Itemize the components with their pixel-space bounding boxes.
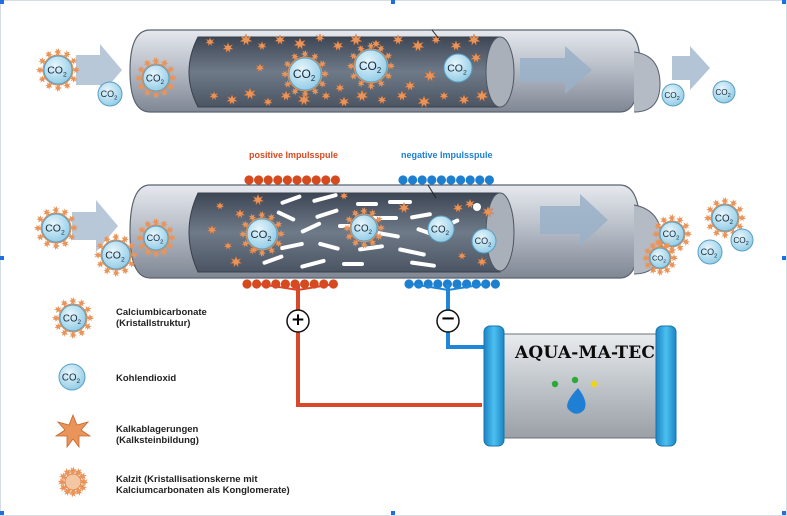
calcium-bicarbonate-icon: CO2 (34, 206, 78, 250)
water-drop-icon (567, 388, 586, 414)
calcium-bicarbonate-icon: CO2 (652, 214, 692, 254)
flow-arrow-icon (520, 46, 592, 94)
positive-coil-top (244, 175, 340, 185)
calcium-bicarbonate-icon: CO2 (704, 197, 746, 239)
co2-text: CO2 (359, 59, 381, 75)
co2-text: CO2 (45, 223, 65, 237)
co2-text: CO2 (475, 236, 492, 248)
calcite-icon (57, 466, 89, 498)
negative-coil-top (398, 175, 494, 185)
selection-handle[interactable] (782, 0, 786, 4)
negative-coil-label: negative Impulsspule (401, 150, 493, 160)
selection-handle[interactable] (782, 511, 786, 515)
legend-co2-label: Kohlendioxid (116, 373, 177, 384)
co2-text: CO2 (701, 247, 718, 259)
co2-text: CO2 (715, 88, 730, 99)
co2-text: CO2 (63, 313, 82, 325)
legend-calcium-bicarbonate-label: Calciumbicarbonate(Kristallstruktur) (116, 307, 207, 329)
wire-negative (411, 283, 494, 349)
bottom-pipe (129, 184, 663, 279)
co2-text: CO2 (147, 233, 164, 245)
co2-text: CO2 (733, 236, 748, 247)
co2-molecule-icon: CO2 (712, 80, 736, 104)
led-green-icon (571, 376, 579, 384)
co2-text: CO2 (715, 213, 734, 225)
calcium-bicarbonate-icon: CO2 (94, 233, 138, 277)
calcium-bicarbonate-icon: CO2 (136, 218, 176, 258)
co2-molecule-icon: CO2 (443, 53, 473, 83)
co2-text: CO2 (354, 223, 373, 235)
co2-text: CO2 (664, 91, 679, 102)
selection-handle[interactable] (391, 0, 395, 4)
co2-molecule-icon: CO2 (730, 228, 754, 252)
calcium-bicarbonate-icon: CO2 (343, 207, 385, 249)
legend-lime-deposit-label: Kalkablagerungen(Kalksteinbildung) (116, 424, 199, 446)
calcium-bicarbonate-icon: CO2 (135, 57, 177, 99)
co2-text: CO2 (431, 224, 450, 236)
positive-coil-label: positive Impulsspule (249, 150, 339, 160)
co2-molecule-icon: CO2 (97, 81, 123, 107)
calcium-bicarbonate-icon: CO2 (36, 48, 80, 92)
co2-molecule-icon: CO2 (661, 83, 685, 107)
co2-text: CO2 (652, 254, 666, 265)
co2-text: CO2 (105, 250, 125, 264)
selection-handle[interactable] (782, 256, 786, 260)
crystal-nucleus-icon (473, 203, 481, 211)
co2-text: CO2 (146, 73, 165, 85)
plus-sign: + (290, 310, 306, 330)
co2-molecule-icon: CO2 (697, 239, 723, 265)
co2-molecule-icon: CO2 (471, 228, 497, 254)
led-green-icon (551, 380, 559, 388)
positive-coil-bottom (242, 279, 338, 289)
co2-text: CO2 (293, 67, 315, 83)
plus-terminal-icon (286, 309, 310, 333)
top-pipe (129, 29, 661, 113)
selection-handle[interactable] (0, 511, 4, 515)
device-brand-label: AQUA-MA-TEC (515, 343, 656, 363)
calcium-bicarbonate-icon: CO2 (52, 297, 94, 339)
co2-icon: CO2 (58, 363, 86, 391)
calcium-bicarbonate-icon: CO2 (642, 240, 678, 276)
co2-molecule-icon: CO2 (427, 215, 455, 243)
co2-text: CO2 (251, 229, 272, 243)
lime-deposit-icon (54, 413, 92, 449)
co2-text: CO2 (663, 229, 680, 241)
co2-text: CO2 (62, 372, 81, 384)
minus-sign: − (440, 308, 456, 329)
aqua-ma-tec-device (483, 325, 677, 447)
wire-positive (259, 283, 482, 407)
selection-handle[interactable] (0, 256, 4, 260)
flow-arrow-icon (540, 194, 608, 246)
co2-text: CO2 (47, 65, 67, 79)
selection-handle[interactable] (0, 0, 4, 4)
calcium-bicarbonate-icon: CO2 (281, 50, 329, 98)
calcium-bicarbonate-icon: CO2 (347, 42, 395, 90)
led-yellow-icon (590, 380, 598, 388)
minus-terminal-icon (436, 309, 460, 333)
selection-handle[interactable] (391, 511, 395, 515)
co2-text: CO2 (447, 63, 467, 77)
co2-text: CO2 (101, 89, 118, 101)
calcium-bicarbonate-icon: CO2 (239, 211, 285, 257)
outflow-arrow-icon (672, 46, 710, 90)
